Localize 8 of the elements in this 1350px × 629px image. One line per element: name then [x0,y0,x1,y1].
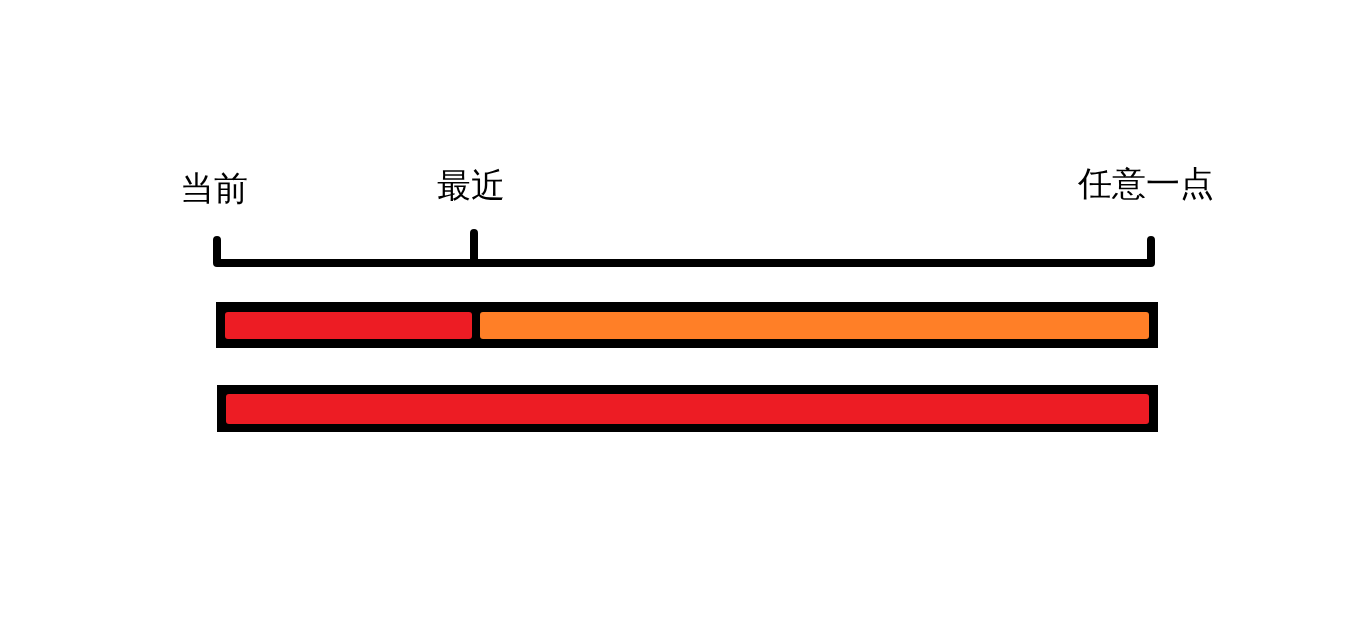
timeline-label: 任意一点 [1078,163,1214,203]
bar-outline [216,302,1158,348]
timeline-label: 当前 [180,168,248,208]
bar-outline [217,385,1158,432]
bar-segment [225,312,472,339]
bar-segment [226,394,1149,424]
timeline-label: 最近 [437,165,505,205]
bar-segment [480,312,1149,339]
